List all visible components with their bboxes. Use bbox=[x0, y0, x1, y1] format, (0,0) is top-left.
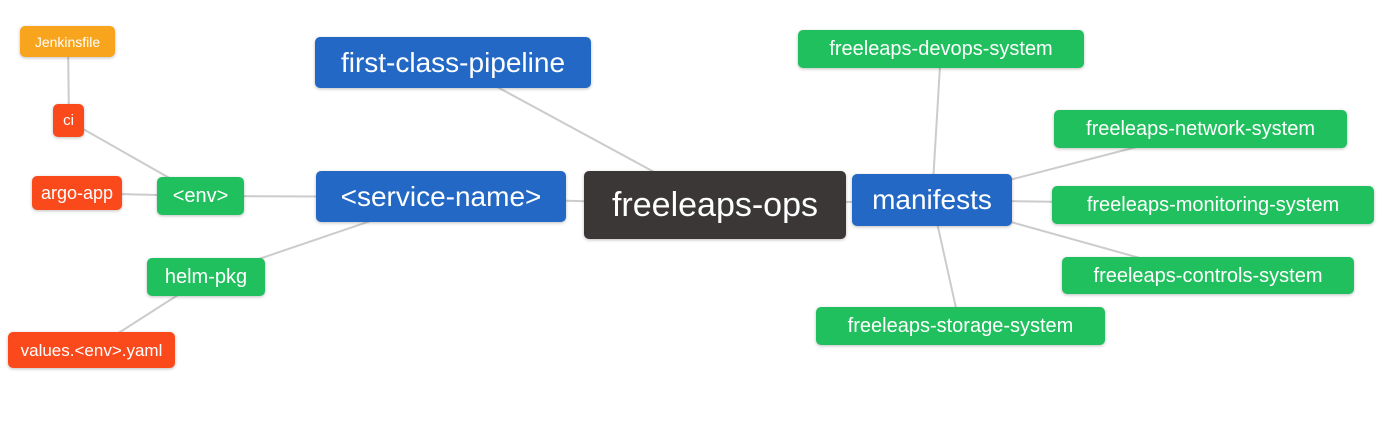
node-manifests[interactable]: manifests bbox=[852, 174, 1012, 226]
node-freeleaps-network-system[interactable]: freeleaps-network-system bbox=[1054, 110, 1347, 148]
node-freeleaps-ops[interactable]: freeleaps-ops bbox=[584, 171, 846, 239]
node-env[interactable]: <env> bbox=[157, 177, 244, 215]
node-service-name[interactable]: <service-name> bbox=[316, 171, 566, 222]
node-argo-app[interactable]: argo-app bbox=[32, 176, 122, 210]
node-values-env-yaml[interactable]: values.<env>.yaml bbox=[8, 332, 175, 368]
node-freeleaps-controls-system[interactable]: freeleaps-controls-system bbox=[1062, 257, 1354, 294]
node-freeleaps-devops-system[interactable]: freeleaps-devops-system bbox=[798, 30, 1084, 68]
node-ci[interactable]: ci bbox=[53, 104, 84, 137]
node-freeleaps-storage-system[interactable]: freeleaps-storage-system bbox=[816, 307, 1105, 345]
node-helm-pkg[interactable]: helm-pkg bbox=[147, 258, 265, 296]
node-jenkinsfile[interactable]: Jenkinsfile bbox=[20, 26, 115, 57]
node-first-class-pipeline[interactable]: first-class-pipeline bbox=[315, 37, 591, 88]
node-freeleaps-monitoring-system[interactable]: freeleaps-monitoring-system bbox=[1052, 186, 1374, 224]
